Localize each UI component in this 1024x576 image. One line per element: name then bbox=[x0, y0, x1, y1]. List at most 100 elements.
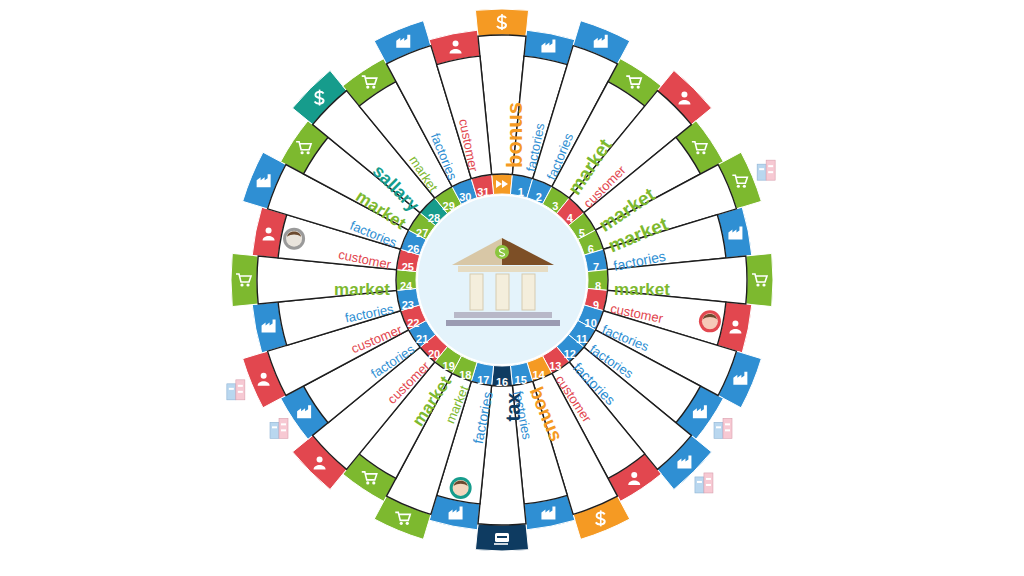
building-illustration bbox=[227, 380, 245, 400]
rect-shape bbox=[723, 418, 732, 438]
path-shape bbox=[502, 180, 508, 188]
cart-icon bbox=[692, 142, 707, 150]
tab-icon bbox=[396, 35, 410, 48]
person-head bbox=[732, 320, 738, 326]
cart-wheel bbox=[637, 86, 640, 89]
tab-icon bbox=[677, 455, 691, 468]
person-body bbox=[628, 480, 640, 485]
tab-icon bbox=[732, 175, 747, 188]
polygon-shape bbox=[452, 238, 502, 265]
rect-shape bbox=[272, 426, 277, 428]
tab-icon bbox=[494, 533, 509, 544]
tab-icon bbox=[628, 472, 640, 485]
factory-icon bbox=[594, 35, 608, 48]
cart-wheel bbox=[696, 151, 699, 154]
tab-icon bbox=[678, 92, 690, 105]
avatar bbox=[699, 310, 721, 332]
cart-wheel bbox=[400, 522, 403, 525]
label-wedge: customer bbox=[434, 54, 494, 181]
column bbox=[470, 274, 483, 310]
column bbox=[496, 274, 509, 310]
rect-shape bbox=[759, 168, 764, 170]
tab-icon bbox=[693, 405, 707, 418]
avatar bbox=[283, 228, 305, 250]
building-illustration bbox=[695, 473, 713, 493]
rect-shape bbox=[725, 429, 730, 431]
cart-wheel bbox=[406, 522, 409, 525]
person-body bbox=[450, 49, 462, 54]
cart-wheel bbox=[366, 86, 369, 89]
path-shape bbox=[496, 180, 502, 188]
person-head bbox=[266, 228, 272, 234]
rect-shape bbox=[281, 423, 286, 425]
rect-shape bbox=[706, 478, 711, 480]
cart-wheel bbox=[307, 151, 310, 154]
building-illustration bbox=[757, 160, 775, 180]
category-tab bbox=[231, 253, 258, 306]
person-head bbox=[631, 472, 637, 478]
rect-shape bbox=[716, 426, 721, 428]
polygon-shape bbox=[502, 238, 554, 265]
person-body bbox=[678, 100, 690, 105]
cart-icon bbox=[395, 512, 410, 520]
cart-wheel bbox=[631, 86, 634, 89]
rect-shape bbox=[238, 391, 243, 393]
rect-shape bbox=[236, 380, 245, 400]
person-head bbox=[261, 373, 267, 379]
tab-icon bbox=[692, 142, 707, 155]
bank-icon bbox=[446, 238, 560, 326]
tab-icon bbox=[362, 76, 377, 89]
tab-icon bbox=[297, 405, 311, 418]
tab-icon bbox=[497, 14, 506, 30]
rect-shape bbox=[229, 388, 234, 390]
coin-mark bbox=[499, 249, 504, 256]
tab-icon bbox=[258, 373, 270, 386]
tab-icon bbox=[296, 142, 311, 155]
tab-shape bbox=[475, 524, 528, 551]
tab-icon bbox=[733, 372, 747, 385]
tab-icon bbox=[236, 274, 251, 287]
avatar-face bbox=[702, 313, 718, 329]
cart-icon bbox=[626, 76, 641, 84]
avatar-ring bbox=[450, 477, 472, 499]
dollar-bar bbox=[600, 510, 602, 526]
person-body bbox=[729, 329, 741, 334]
rect-shape bbox=[227, 384, 236, 400]
cart-wheel bbox=[702, 151, 705, 154]
start-segment bbox=[492, 174, 513, 194]
wedge-shape bbox=[437, 56, 492, 178]
avatar-hair bbox=[454, 481, 468, 486]
tab-icon bbox=[728, 227, 742, 240]
cart-wheel bbox=[762, 283, 765, 286]
center-disc bbox=[418, 196, 586, 364]
tab-icon bbox=[395, 512, 410, 525]
tab-shape bbox=[231, 253, 258, 306]
factory-icon bbox=[728, 227, 742, 240]
factory-icon bbox=[257, 174, 271, 187]
tab-icon bbox=[450, 41, 462, 54]
rect-shape bbox=[281, 429, 286, 431]
rect-shape bbox=[706, 484, 711, 486]
cart-wheel bbox=[240, 283, 243, 286]
avatar-ring bbox=[283, 228, 305, 250]
rect-shape bbox=[704, 473, 713, 493]
cart-wheel bbox=[366, 481, 369, 484]
rect-shape bbox=[714, 422, 723, 438]
person-body bbox=[263, 236, 275, 241]
tab-icon bbox=[257, 174, 271, 187]
factory-icon bbox=[297, 405, 311, 418]
rect-shape bbox=[238, 385, 243, 387]
wedge-outline bbox=[434, 54, 494, 181]
rect-shape bbox=[768, 165, 773, 167]
factory-icon bbox=[396, 35, 410, 48]
cart-wheel bbox=[246, 283, 249, 286]
tab-icon bbox=[752, 274, 767, 287]
tab-icon bbox=[314, 456, 326, 469]
tab-shape bbox=[475, 9, 528, 36]
cart-wheel bbox=[737, 185, 740, 188]
rect-shape bbox=[454, 312, 552, 318]
dollar-bar bbox=[501, 14, 503, 30]
tab-icon bbox=[541, 40, 555, 53]
category-tab bbox=[475, 524, 528, 551]
